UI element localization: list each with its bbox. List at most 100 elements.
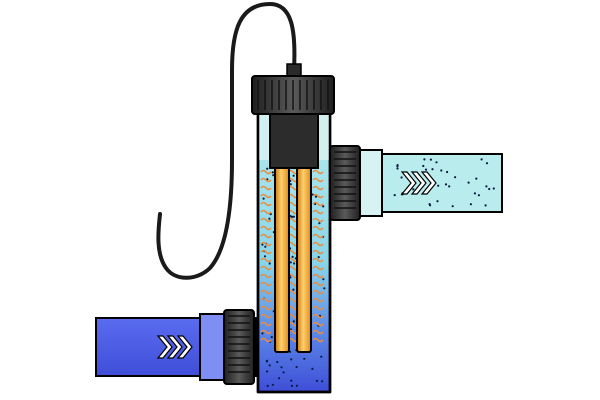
glow-wave (260, 289, 272, 295)
bubble (440, 169, 443, 172)
glow-wave (312, 193, 324, 199)
glow-wave (260, 305, 272, 311)
bubble (473, 192, 476, 195)
bubble (393, 194, 396, 197)
glow-wave (260, 321, 272, 327)
glow-wave (260, 337, 272, 343)
bubble (396, 167, 399, 170)
bubble (289, 261, 292, 264)
bubble (292, 215, 295, 218)
flow-chevron-icon (420, 171, 437, 195)
bubble (315, 379, 318, 382)
bubble (400, 176, 403, 179)
bubble (278, 377, 281, 380)
bubble (475, 177, 478, 180)
bubble (292, 174, 295, 177)
inlet-nut-ridges (228, 315, 250, 373)
bubble (396, 164, 399, 167)
bubble (451, 205, 454, 208)
glow-wave (260, 177, 272, 183)
glow-wave (312, 185, 324, 191)
bubble (271, 171, 274, 174)
bubble (303, 357, 306, 360)
bubble (266, 370, 269, 373)
bubble (480, 158, 483, 161)
glow-wave (312, 337, 324, 343)
glow-wave (312, 273, 324, 279)
lamp-cap (251, 75, 335, 169)
bubble (435, 161, 438, 164)
glow-wave (260, 217, 272, 223)
bubble (320, 355, 323, 358)
bubble (268, 262, 271, 265)
bubble (280, 366, 283, 369)
bubble (290, 384, 293, 387)
glow-wave (312, 209, 324, 215)
bubble (318, 222, 321, 225)
outlet-nut (329, 145, 361, 221)
glow-wave (260, 185, 272, 191)
flow-chevron-icon (176, 335, 193, 359)
bubble (322, 205, 325, 208)
glow-wave (312, 313, 324, 319)
bubble (428, 203, 431, 206)
bubble (444, 183, 448, 186)
bubble (292, 288, 295, 291)
bubble (488, 187, 491, 191)
glow-wave (312, 233, 324, 239)
bubble (317, 256, 320, 259)
bubble (437, 184, 440, 187)
glow-wave (312, 321, 324, 327)
power-cable (156, 1, 297, 280)
bubble (271, 383, 274, 386)
bubble (272, 174, 275, 177)
glow-wave (260, 201, 272, 207)
flow-chevron-icon (166, 335, 183, 359)
glow-wave (260, 273, 272, 279)
bubble (293, 262, 296, 265)
bubble (485, 162, 489, 165)
glow-wave (312, 289, 324, 295)
glow-wave (312, 281, 324, 287)
bubble (270, 336, 273, 339)
bubble (412, 188, 415, 191)
glow-wave (260, 281, 272, 287)
glow-wave (260, 169, 272, 175)
bubble (290, 358, 293, 361)
bubble (268, 364, 271, 367)
cable-plug (286, 63, 302, 77)
glow-wave (312, 225, 324, 231)
bubble (282, 371, 285, 374)
inlet-nut (223, 309, 255, 385)
glow-wave (260, 265, 272, 271)
bubble (321, 380, 324, 383)
bubble (262, 197, 265, 200)
bubble (264, 245, 267, 248)
outlet-nut-ridges (334, 151, 356, 209)
glow-wave (312, 217, 324, 223)
cap-ridges (257, 80, 329, 110)
bubble (431, 168, 434, 171)
glow-wave (312, 169, 324, 175)
glow-wave (312, 249, 324, 255)
bubble (436, 200, 439, 203)
uv-lamp-left (274, 165, 290, 353)
bubble (314, 195, 318, 198)
glow-wave (312, 177, 324, 183)
bubble (429, 158, 432, 161)
glow-wave (260, 209, 272, 215)
bubble (448, 185, 451, 188)
bubble (323, 287, 326, 290)
glow-wave (312, 265, 324, 271)
glow-wave (312, 329, 324, 335)
bubble (266, 167, 269, 170)
uv-lamp-right (296, 165, 312, 353)
bubble (477, 194, 480, 197)
bubble (295, 384, 298, 387)
bubble (311, 367, 314, 370)
outlet-flow-chevrons (400, 171, 437, 195)
bubble (485, 185, 488, 188)
bubble (291, 255, 294, 258)
glow-wave (260, 193, 272, 199)
